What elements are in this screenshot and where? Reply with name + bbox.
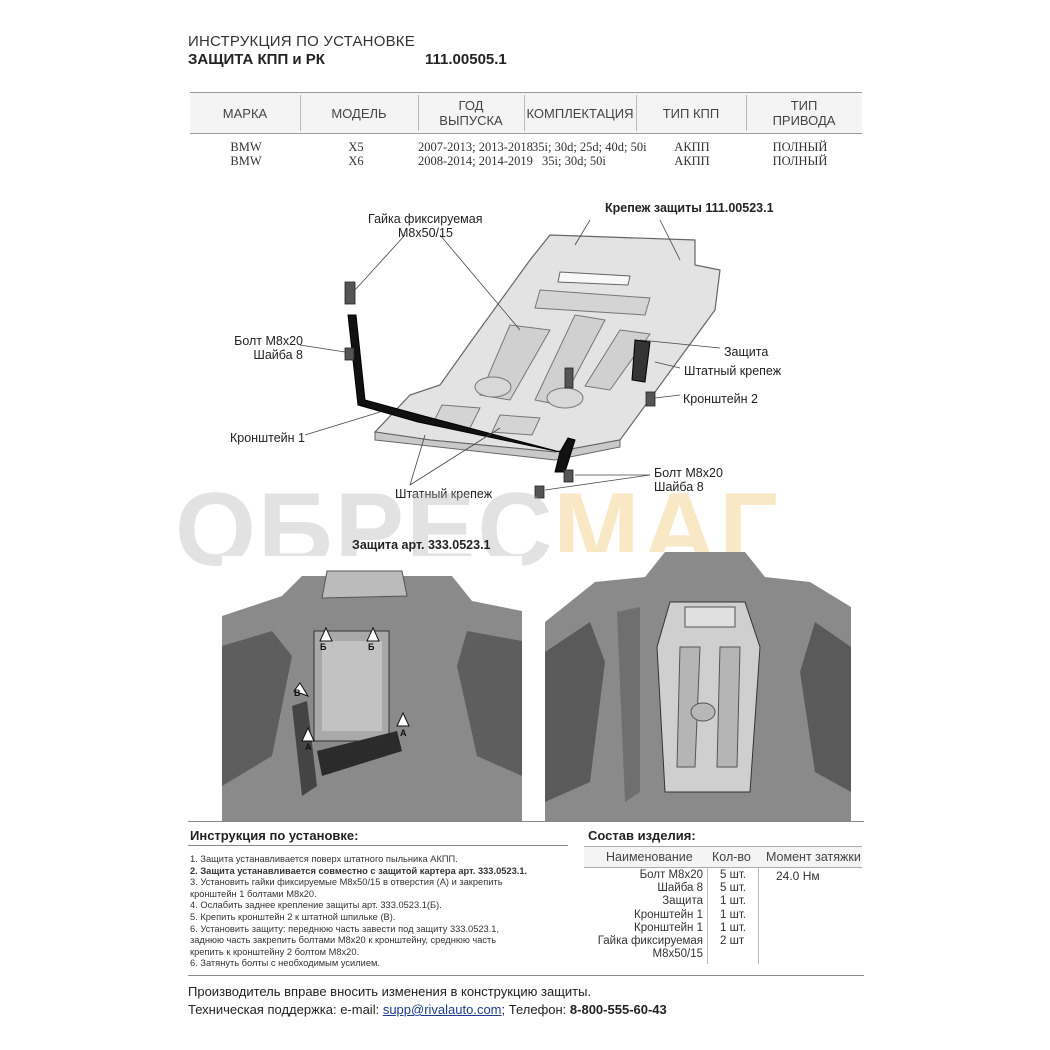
support-phone: 8-800-555-60-43 [569, 1002, 667, 1017]
bracket-2 [631, 339, 651, 383]
col-trim: КОМПЛЕКТАЦИЯ [526, 105, 634, 121]
support-email-link[interactable]: supp@rivalauto.com [382, 1002, 502, 1017]
fastener-kit-title: Крепеж защиты 111.00523.1 [605, 201, 774, 215]
vehicle-table: МАРКА МОДЕЛЬ ГОД ВЫПУСКА КОМПЛЕКТАЦИЯ ТИ… [190, 92, 862, 168]
photo-caption: Защита арт. 333.0523.1 [352, 538, 491, 552]
col-year: ГОД ВЫПУСКА [439, 98, 503, 128]
underbody-photo-right [545, 552, 851, 822]
product-name: ЗАЩИТА КПП и РК [188, 51, 325, 68]
table-row: Гайка фиксируемая 2 шт [597, 934, 745, 947]
guard-plate [373, 234, 721, 461]
marker-b-1: Б [320, 642, 327, 652]
list-item: 5. Крепить кронштейн 2 к штатной шпильке… [190, 911, 396, 922]
marker-v: В [294, 688, 301, 698]
table-row: Кронштейн 1 1 шт. [634, 908, 747, 921]
list-item: заднюю часть закрепить болтами М8х20 к к… [190, 935, 497, 946]
photo-installed-guard [545, 552, 851, 822]
col-qty: Кол-во [712, 850, 751, 864]
label-bracket-1: Кронштейн 1 [230, 431, 305, 445]
col-name: Наименование [606, 850, 693, 864]
composition-table-header: Наименование Кол-во Момент затяжки [584, 846, 862, 868]
table-row: Кронштейн 1 1 шт. [634, 921, 747, 934]
list-item: крепить к кронштейну 2 болтом М8х20. [190, 946, 360, 957]
list-item: кронштейн 1 болтами М8х20. [190, 888, 317, 899]
list-item: 6. Затянуть болты с необходимым усилием. [190, 958, 380, 969]
label-std-fastener-bottom: Штатный крепеж [395, 487, 493, 501]
list-item: 6. Установить защиту: переднюю часть зав… [190, 923, 500, 934]
table-row: BMW X6 2008-2014; 2014-2019 35i; 30d; 50… [230, 154, 828, 168]
list-item: 4. Ослабить заднее крепление защиты арт.… [190, 900, 442, 911]
col-drive: ТИП ПРИВОДА [772, 98, 836, 128]
assembly-drawing [299, 219, 721, 499]
label-washer-left: Шайба 8 [253, 348, 303, 362]
label-std-fastener-right: Штатный крепеж [684, 364, 782, 378]
col-gearbox: ТИП КПП [662, 105, 720, 121]
table-row: Болт М8х20 5 шт. [639, 869, 747, 881]
vehicle-table-body: BMW X5 2007-2013; 2013-2018 35i; 30d; 25… [190, 134, 862, 168]
underbody-photo-left [222, 556, 522, 822]
col-make: МАРКА [222, 105, 268, 121]
instructions-heading: Инструкция по установке: [190, 828, 359, 843]
support-contacts: Техническая поддержка: e-mail: supp@riva… [188, 1002, 667, 1017]
label-washer-right: Шайба 8 [654, 480, 704, 494]
composition-table-body: 24.0 Нм Болт М8х20 5 шт. Шайба 8 5 шт. З… [584, 868, 862, 964]
document-title: ИНСТРУКЦИЯ ПО УСТАНОВКЕ [188, 33, 415, 50]
assembly-diagram: Крепеж защиты 111.00523.1 Гайка фиксируе… [180, 190, 880, 530]
col-torque: Момент затяжки [766, 850, 861, 864]
table-row: Шайба 8 5 шт. [657, 882, 747, 895]
composition-table: Наименование Кол-во Момент затяжки 24.0 … [584, 846, 862, 964]
list-item: 2. Защита устанавливается совместно с за… [190, 865, 528, 876]
leader-lines [299, 219, 721, 491]
list-item: 1. Защита устанавливается поверх штатног… [190, 854, 458, 864]
marker-a-1: А [305, 742, 312, 752]
table-row: M8x50/15 [652, 948, 703, 961]
table-row: Защита 1 шт. [662, 895, 747, 908]
vehicle-table-header: МАРКА МОДЕЛЬ ГОД ВЫПУСКА КОМПЛЕКТАЦИЯ ТИ… [190, 92, 862, 134]
label-nut-size: M8x50/15 [398, 226, 453, 240]
marker-a-2: А [400, 728, 407, 738]
marker-b-2: Б [368, 642, 375, 652]
col-model: МОДЕЛЬ [331, 105, 387, 121]
fasteners [344, 281, 656, 499]
torque-value: 24.0 Нм [776, 869, 820, 883]
composition-heading: Состав изделия: [588, 828, 696, 843]
list-item: 3. Установить гайки фиксируемые М8х50/15… [190, 877, 503, 888]
label-bracket-2: Кронштейн 2 [683, 392, 758, 406]
photo-installation-step: Б Б В А А [222, 556, 522, 822]
product-code: 111.00505.1 [425, 51, 507, 68]
label-nut: Гайка фиксируемая [368, 212, 483, 226]
disclaimer: Производитель вправе вносить изменения в… [188, 984, 592, 999]
label-bolt-left: Болт М8х20 [234, 334, 303, 348]
arrow-markers [293, 626, 410, 742]
instruction-steps: 1. Защита устанавливается поверх штатног… [190, 854, 580, 970]
bracket-1 [347, 314, 576, 473]
label-bolt-right: Болт М8х20 [654, 466, 723, 480]
table-row: BMW X5 2007-2013; 2013-2018 35i; 30d; 25… [230, 140, 828, 154]
label-guard: Защита [724, 345, 769, 359]
